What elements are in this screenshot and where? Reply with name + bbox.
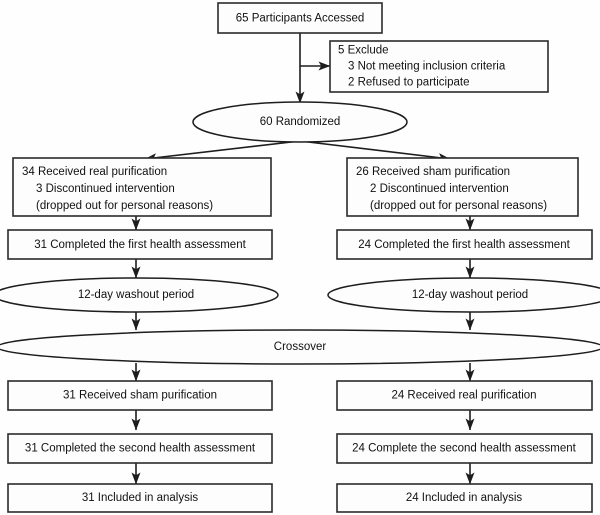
node-excluded-line-2: 3 Not meeting inclusion criteria xyxy=(348,61,506,73)
node-randomized[interactable]: 60 Randomized xyxy=(192,101,408,143)
node-right-first-assessment[interactable]: 24 Completed the first health assessment xyxy=(336,229,593,260)
node-left-allocation[interactable]: 34 Received real purification 3 Disconti… xyxy=(12,157,272,217)
node-right-analysis-label: 24 Included in analysis xyxy=(406,492,523,504)
node-right-second-assessment[interactable]: 24 Complete the second health assessment xyxy=(336,433,593,464)
node-right-analysis[interactable]: 24 Included in analysis xyxy=(336,483,593,513)
node-participants-accessed[interactable]: 65 Participants Accessed xyxy=(217,2,383,34)
node-randomized-label: 60 Randomized xyxy=(260,116,341,128)
connector-randomized-to-right-arm xyxy=(299,140,451,163)
node-right-allocation[interactable]: 26 Received sham purification 2 Disconti… xyxy=(346,157,579,217)
connector-randomized-to-left-arm xyxy=(144,140,301,163)
node-participants-accessed-label: 65 Participants Accessed xyxy=(236,13,365,25)
node-right-first-assessment-label: 24 Completed the first health assessment xyxy=(358,239,570,251)
node-left-allocation-line-2: 3 Discontinued intervention xyxy=(36,183,175,195)
node-right-allocation-line-1: 26 Received sham purification xyxy=(356,166,510,178)
node-left-second-assessment-label: 31 Completed the second health assessmen… xyxy=(25,443,256,455)
node-excluded[interactable]: 5 Exclude 3 Not meeting inclusion criter… xyxy=(329,40,549,93)
node-left-second-treatment[interactable]: 31 Received sham purification xyxy=(7,380,273,411)
node-left-washout[interactable]: 12-day washout period xyxy=(0,277,279,313)
node-left-washout-label: 12-day washout period xyxy=(78,289,194,301)
node-right-allocation-line-3: (dropped out for personal reasons) xyxy=(370,200,547,212)
node-left-second-assessment[interactable]: 31 Completed the second health assessmen… xyxy=(7,433,273,464)
node-left-analysis[interactable]: 31 Included in analysis xyxy=(7,483,273,513)
node-right-second-assessment-label: 24 Complete the second health assessment xyxy=(352,443,577,455)
node-right-second-treatment[interactable]: 24 Received real purification xyxy=(336,380,593,411)
node-left-allocation-line-3: (dropped out for personal reasons) xyxy=(36,200,213,212)
node-right-washout-label: 12-day washout period xyxy=(412,289,528,301)
node-excluded-line-1: 5 Exclude xyxy=(338,45,389,57)
node-crossover-label: Crossover xyxy=(274,341,327,353)
node-right-washout[interactable]: 12-day washout period xyxy=(327,277,600,313)
node-left-analysis-label: 31 Included in analysis xyxy=(82,492,199,504)
node-right-second-treatment-label: 24 Received real purification xyxy=(391,390,536,402)
node-right-allocation-line-2: 2 Discontinued intervention xyxy=(370,183,509,195)
node-left-first-assessment[interactable]: 31 Completed the first health assessment xyxy=(7,229,273,260)
node-left-first-assessment-label: 31 Completed the first health assessment xyxy=(34,239,246,251)
node-crossover[interactable]: Crossover xyxy=(0,329,600,365)
node-excluded-line-3: 2 Refused to participate xyxy=(348,77,469,89)
node-left-second-treatment-label: 31 Received sham purification xyxy=(63,390,217,402)
node-left-allocation-line-1: 34 Received real purification xyxy=(22,166,167,178)
